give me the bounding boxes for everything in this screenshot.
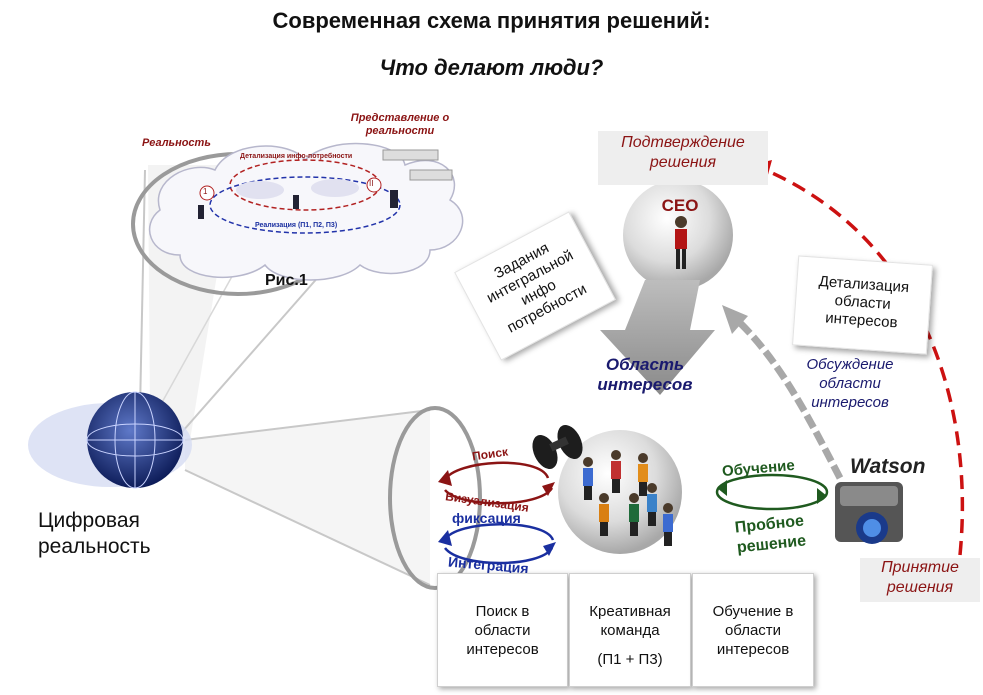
column-search-line3: интересов — [466, 641, 539, 658]
fig-marker-2: II — [369, 179, 374, 188]
column-search-line1: Поиск в — [475, 603, 530, 620]
confirm-decision-label: Подтверждение решения — [598, 131, 768, 185]
down-arrow — [600, 280, 715, 395]
watson-server-icon — [835, 482, 903, 544]
column-learning-line1: Обучение в — [712, 603, 794, 620]
column-search-line2: области — [474, 622, 531, 639]
cycle-fixation-label: фиксация — [452, 510, 521, 526]
team-people-icon — [583, 450, 673, 546]
fig-marker-1: 1 — [203, 187, 208, 196]
column-search: Поиск в области интересов — [437, 573, 568, 687]
right-cycle-arrows — [715, 473, 829, 511]
column-learning-line2: области — [724, 622, 782, 639]
globe-icon — [28, 391, 192, 489]
fig-representation-label: Представление о реальности — [350, 112, 450, 137]
left-cycle-arrows — [438, 461, 556, 565]
digital-reality-label: Цифровая реальность — [38, 509, 151, 558]
column-creative-line1: Креативная — [589, 603, 671, 620]
area-interest-label: Область интересов — [597, 355, 693, 394]
accept-decision-label: Принятие решения — [860, 558, 980, 602]
page-title: Современная схема принятия решений: — [272, 8, 711, 33]
discussion-arrow — [722, 305, 844, 480]
fig-reality-label: Реальность — [142, 137, 211, 149]
column-learning-line3: интересов — [716, 641, 790, 658]
funnel-bottom — [184, 406, 482, 590]
discussion-label: Обсуждение области интересов — [806, 356, 894, 411]
figure-cloud — [149, 142, 464, 281]
column-learning: Обучение в области интересов — [692, 573, 814, 687]
column-creative: Креативная команда (П1 + П3) — [569, 573, 691, 687]
column-creative-line3: (П1 + П3) — [597, 651, 663, 668]
watson-label: Watson — [850, 455, 926, 478]
fig-realization-label: Реализация (П1, П2, П3) — [255, 222, 338, 229]
binoculars-icon — [532, 425, 583, 469]
column-creative-line2: команда — [600, 622, 660, 639]
ceo-label: CEO — [661, 196, 699, 215]
ceo-person-icon — [675, 216, 687, 269]
page-subtitle: Что делают люди? — [379, 55, 604, 80]
fig-detail-label: Детализация инфо-потребности — [240, 153, 353, 160]
figure-caption: Рис.1 — [265, 272, 308, 289]
detail-card: Детализация области интересов — [792, 255, 933, 355]
